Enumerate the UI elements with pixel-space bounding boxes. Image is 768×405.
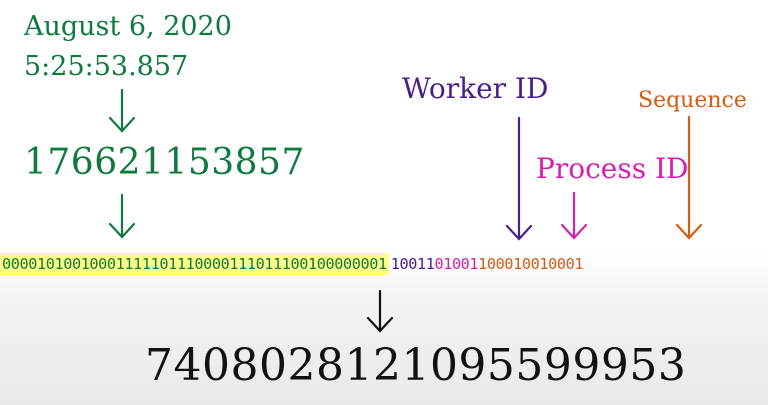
date-to-millis-arrow bbox=[108, 88, 136, 133]
process-id-arrow bbox=[560, 191, 588, 240]
result-number: 7408028121095599953 bbox=[145, 340, 687, 391]
worker-id-bits: 10011 bbox=[390, 255, 435, 273]
process-id-label: Process ID bbox=[536, 152, 689, 185]
millis-to-bits-arrow bbox=[108, 193, 136, 239]
bits-to-result-arrow bbox=[366, 289, 394, 333]
date-text: August 6, 2020 bbox=[24, 11, 232, 42]
sequence-label: Sequence bbox=[638, 88, 747, 113]
timestamp-bits: 0000101001000111110111000011101110010000… bbox=[0, 253, 389, 275]
worker-id-arrow bbox=[505, 116, 533, 241]
sequence-bits: 100010010001 bbox=[478, 255, 584, 273]
bit-string: 0000101001000111110111000011101110010000… bbox=[0, 251, 584, 277]
worker-id-label: Worker ID bbox=[402, 72, 549, 105]
timestamp-millis: 176621153857 bbox=[24, 142, 305, 183]
process-id-bits: 01001 bbox=[434, 255, 479, 273]
time-text: 5:25:53.857 bbox=[24, 51, 189, 82]
